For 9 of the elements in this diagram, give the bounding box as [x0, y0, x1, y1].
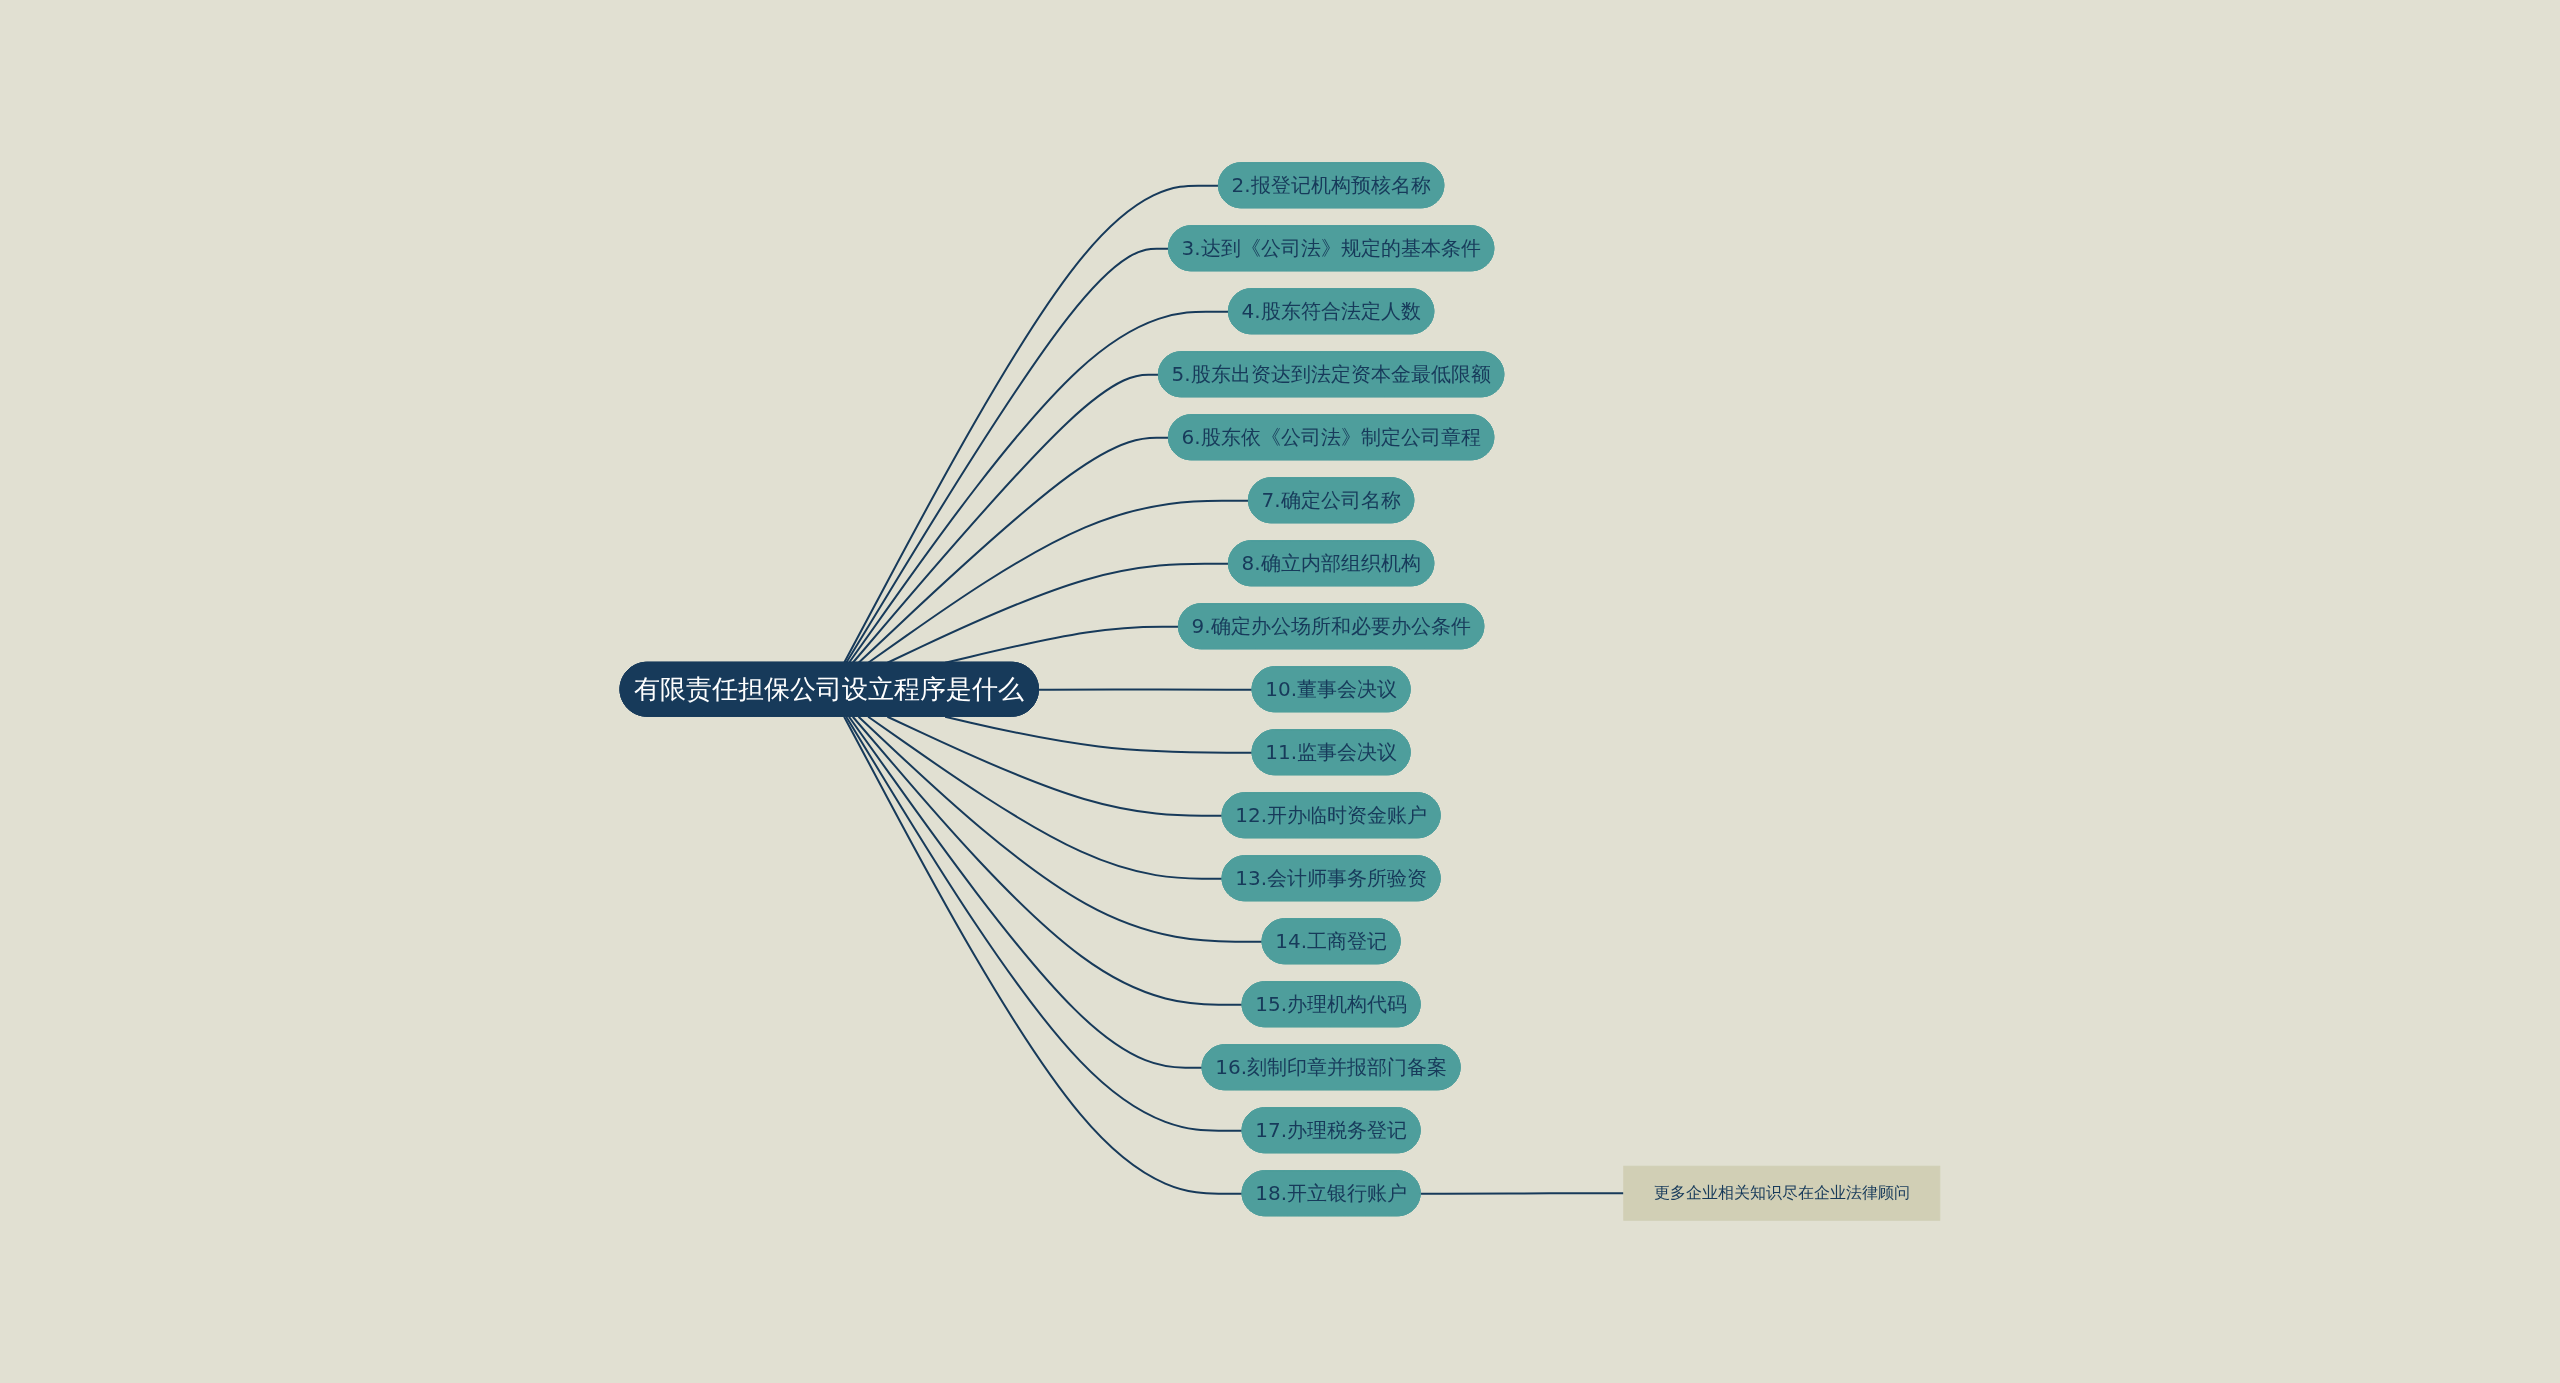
connector	[886, 715, 1224, 817]
node-box: 更多企业相关知识尽在企业法律顾问	[1623, 1165, 1941, 1221]
connector	[1038, 688, 1254, 691]
connector	[944, 715, 1254, 754]
connector	[867, 715, 1224, 880]
connector	[857, 715, 1264, 943]
connector	[848, 715, 1204, 1069]
connector	[851, 715, 1244, 1006]
connector	[1419, 1192, 1625, 1195]
